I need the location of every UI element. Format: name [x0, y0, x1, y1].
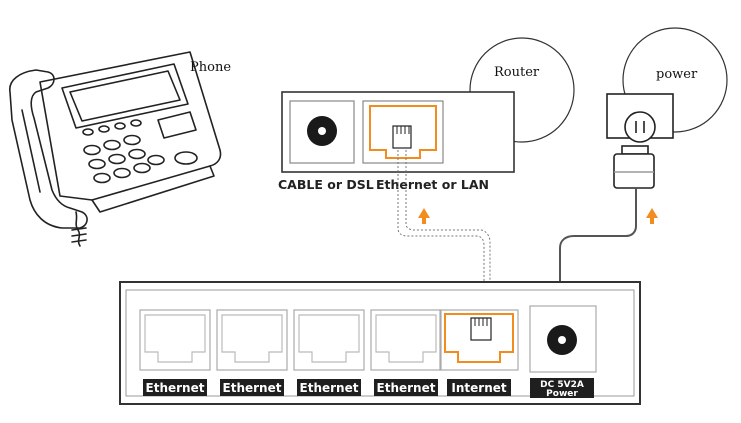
- power-adapter-icon: [606, 93, 674, 189]
- port-label-bg: [297, 379, 361, 396]
- power-label: power: [656, 67, 698, 82]
- power-port-label: Power: [546, 389, 578, 399]
- port-label-internet: Internet: [451, 381, 506, 395]
- power-label-bg: [530, 378, 594, 398]
- router-ethernet-port: [369, 105, 437, 159]
- rj45-plug-icon: [470, 317, 492, 341]
- rj45-plug-icon: [392, 125, 412, 149]
- port-label-bg: [220, 379, 284, 396]
- device-port-4: [370, 309, 442, 371]
- port-label-bg: [447, 379, 511, 396]
- device-power-jack: [529, 305, 597, 373]
- up-arrow-icon: [646, 208, 658, 224]
- device-port-2: [216, 309, 288, 371]
- port-label-2: Ethernet: [223, 381, 282, 395]
- phone-illustration: [9, 51, 222, 247]
- power-spec-label: DC 5V2A: [540, 380, 584, 390]
- ethernet-or-lan-label: Ethernet or LAN: [376, 177, 489, 192]
- port-label-4: Ethernet: [377, 381, 436, 395]
- device-port-1: [139, 309, 211, 371]
- router-label: Router: [494, 65, 540, 80]
- cable-or-dsl-label: CABLE or DSL: [278, 177, 374, 192]
- port-label-bg: [143, 379, 207, 396]
- port-label-3: Ethernet: [300, 381, 359, 395]
- ethernet-cable: [397, 150, 491, 318]
- main-device: [119, 281, 641, 405]
- phone-label: Phone: [190, 60, 231, 75]
- device-port-3: [293, 309, 365, 371]
- up-arrow-icon: [418, 208, 430, 224]
- router-device: [281, 91, 515, 173]
- port-label-bg: [374, 379, 438, 396]
- device-internet-port: [439, 309, 519, 371]
- port-label-1: Ethernet: [146, 381, 205, 395]
- power-cord: [559, 188, 637, 286]
